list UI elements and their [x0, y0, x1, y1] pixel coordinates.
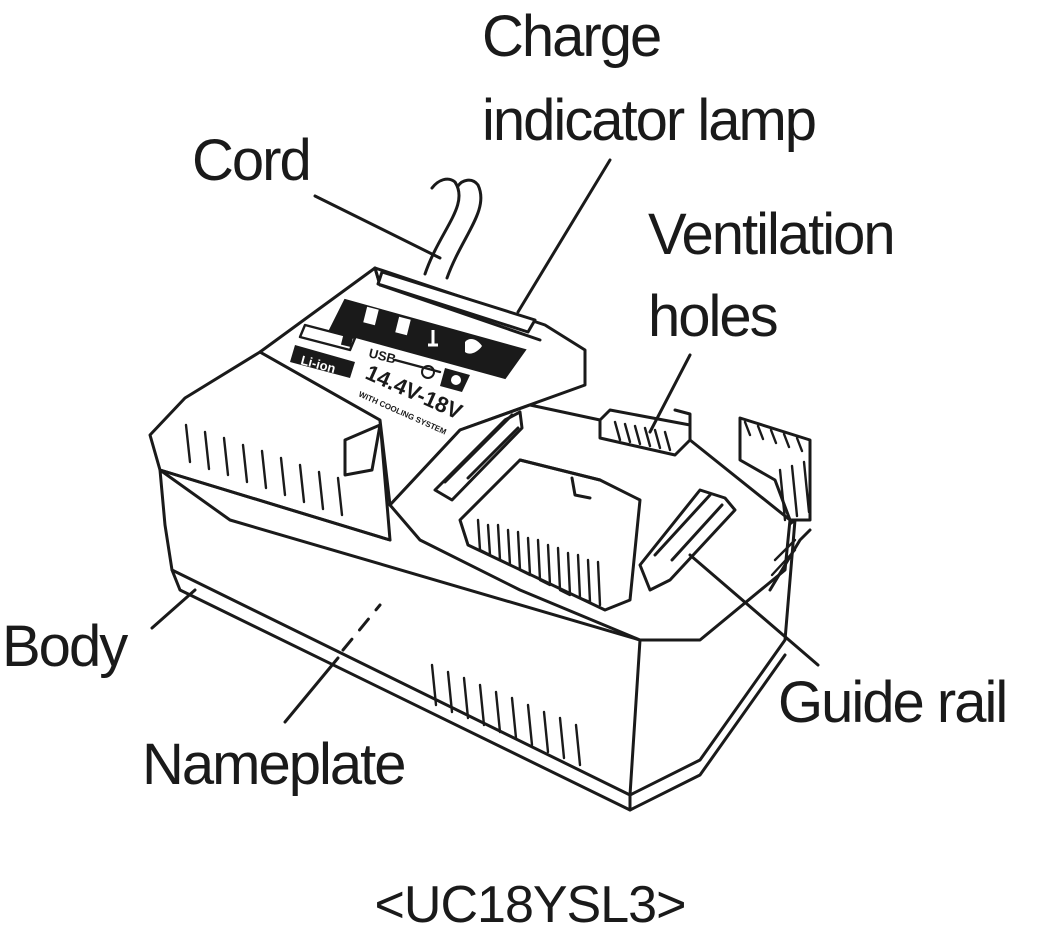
panel-usb: USB [367, 345, 397, 366]
label-ventilation-line1: Ventilation [648, 202, 894, 267]
label-guide-rail: Guide rail [778, 670, 1006, 735]
label-ventilation-line2: holes [648, 284, 777, 349]
leader-guide-rail [688, 553, 820, 667]
leader-lines [150, 158, 820, 724]
label-body: Body [2, 614, 128, 679]
leader-ventilation [648, 353, 692, 434]
leader-nameplate [283, 656, 340, 724]
leader-body [150, 588, 197, 630]
label-charge-line2: indicator lamp [482, 88, 815, 153]
charger-illustration: USB Li-ion 14.4V-18V WITH COOLING SYSTEM [148, 177, 812, 812]
charge-indicator-lamp [376, 270, 537, 334]
leader-cord [313, 194, 442, 260]
label-nameplate: Nameplate [142, 732, 404, 797]
rear-fins [743, 420, 811, 522]
label-charge-line1: Charge [482, 4, 660, 69]
control-panel [328, 298, 527, 380]
leader-nameplate-dash [341, 603, 382, 652]
terminal-fins [476, 518, 602, 607]
ventilation-holes [613, 420, 672, 452]
label-cord: Cord [192, 128, 310, 193]
leader-charge [516, 158, 612, 314]
side-vents [184, 423, 344, 517]
front-vents [430, 663, 582, 767]
rear-block [738, 416, 812, 522]
labels: Charge indicator lamp Cord Ventilation h… [2, 4, 1008, 797]
model-caption: <UC18YSL3> [375, 876, 686, 934]
cord [423, 177, 461, 276]
